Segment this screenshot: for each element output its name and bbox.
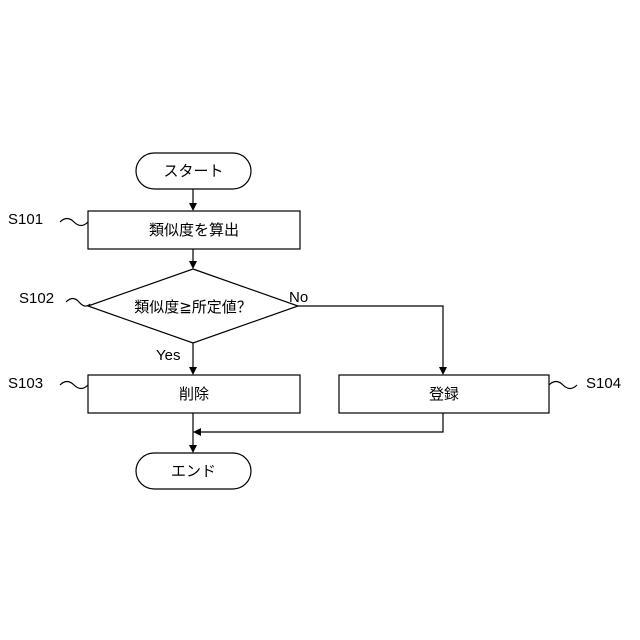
connector-no-branch: No [289,289,447,375]
s101-label: 類似度を算出 [149,221,239,239]
connector-yes-branch: Yes [156,343,197,375]
s102-label: 類似度≧所定値？ [134,298,252,316]
connector-start-s101 [189,189,197,211]
s104-label: 登録 [429,385,459,403]
process-s103: 削除 [88,375,300,413]
s104-step-id: S104 [586,375,621,392]
s103-label: 削除 [179,385,209,403]
s102-step-id: S102 [19,290,54,307]
step-marker-s102: S102 [19,290,90,307]
start-terminal: スタート [136,153,251,189]
connector-s101-s102 [189,249,197,269]
process-s104: 登録 [339,375,549,413]
step-marker-s101: S101 [8,211,88,228]
step-marker-s104: S104 [549,375,621,392]
no-label: No [289,289,308,306]
decision-s102: 類似度≧所定値？ [88,269,298,343]
end-terminal: エンド [136,453,251,489]
end-label: エンド [171,462,216,480]
connector-merge [189,413,443,453]
s103-step-id: S103 [8,375,43,392]
yes-label: Yes [156,347,180,364]
process-s101: 類似度を算出 [88,211,300,249]
s101-step-id: S101 [8,211,43,228]
start-label: スタート [163,162,223,180]
step-marker-s103: S103 [8,375,88,392]
